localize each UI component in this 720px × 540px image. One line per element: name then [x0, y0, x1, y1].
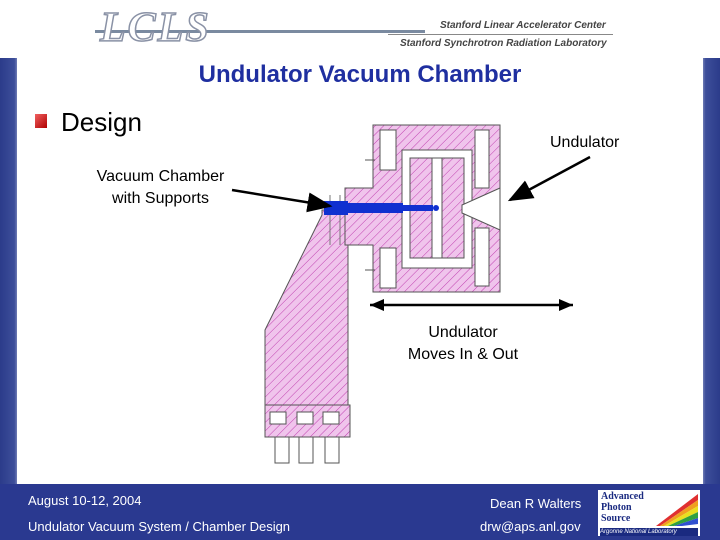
org-line-1: Stanford Linear Accelerator Center [440, 20, 606, 31]
footer-email: drw@aps.anl.gov [480, 519, 581, 534]
aps-logo-line1: Advanced [601, 491, 644, 502]
label-moves-line2: Moves In & Out [407, 346, 519, 363]
label-vacuum-chamber: Vacuum Chamber with Supports [83, 166, 238, 210]
motion-arrow-left-icon [370, 299, 384, 311]
lcls-logo: LCLS [99, 4, 211, 52]
aps-logo-line2: Photon [601, 502, 632, 513]
bullet-icon [35, 114, 47, 128]
label-undulator-moves: Undulator Moves In & Out [383, 322, 543, 366]
slide-canvas [17, 58, 703, 484]
org-divider [388, 34, 613, 35]
org-line-2: Stanford Synchrotron Radiation Laborator… [400, 38, 607, 49]
footer-author: Dean R Walters [490, 496, 582, 511]
label-undulator: Undulator [550, 134, 620, 151]
label-moves-line1: Undulator [428, 324, 498, 341]
aps-logo-line3: Source [601, 513, 631, 524]
undulator-arrow [507, 155, 591, 202]
bullet-design: Design [61, 107, 142, 137]
label-vacuum-chamber-line1: Vacuum Chamber [96, 168, 225, 185]
support-column [264, 195, 351, 464]
footer-date: August 10-12, 2004 [28, 493, 142, 508]
aps-logo: Advanced Photon Source Argonne National … [598, 490, 700, 536]
footer-talk-title: Undulator Vacuum System / Chamber Design [28, 519, 291, 534]
motion-arrow-right-icon [559, 299, 573, 311]
label-vacuum-chamber-line2: with Supports [112, 190, 209, 207]
aps-logo-lab: Argonne National Laboratory [600, 528, 698, 536]
logo-underline [95, 30, 425, 33]
vacuum-chamber-arrow [231, 188, 333, 213]
rainbow-icon [656, 494, 698, 526]
slide-title: Undulator Vacuum Chamber [198, 61, 522, 88]
header-banner: LCLS Stanford Linear Accelerator Center … [0, 0, 720, 58]
